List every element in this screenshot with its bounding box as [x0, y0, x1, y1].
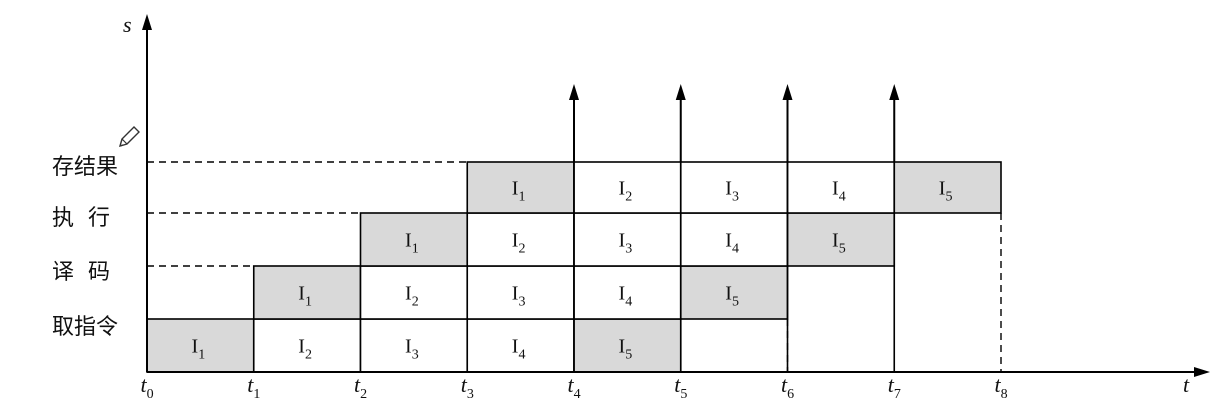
pipeline-cell: [786, 212, 896, 267]
pencil-icon: [118, 126, 140, 148]
pipeline-cell: [679, 265, 789, 320]
cell-label: I5: [939, 178, 953, 205]
cell-label: I2: [298, 336, 312, 363]
pipeline-cell: [466, 161, 575, 214]
cell-label: I5: [725, 283, 739, 310]
cell-label: I3: [619, 230, 633, 257]
cell-label: I4: [619, 283, 633, 310]
pipeline-cell: [893, 161, 1002, 214]
cell-label: I2: [405, 283, 419, 310]
time-tick-labels: t0 t1 t2 t3 t4 t5 t6 t7 t8: [140, 372, 1007, 402]
x-axis-arrowhead: [1194, 367, 1210, 377]
cell-label: I3: [512, 283, 526, 310]
pipeline-cell: [786, 161, 896, 214]
pipeline-cell: [573, 161, 682, 214]
stage-label: 取指令: [52, 315, 118, 340]
pipeline-cell: [679, 161, 789, 214]
cell-label: I2: [619, 178, 633, 205]
stage-label: 执 行: [52, 206, 110, 231]
pipeline-cell: [466, 318, 575, 373]
completion-arrows: [569, 84, 900, 372]
time-tick-label: t6: [781, 372, 794, 402]
y-axis-label: s: [123, 12, 132, 37]
cell-label: I1: [405, 230, 419, 257]
cell-label: I1: [298, 283, 312, 310]
time-tick-label: t4: [567, 372, 580, 402]
pipeline-cell: [679, 212, 789, 267]
time-tick-label: t2: [354, 372, 367, 402]
x-axis-label: t: [1183, 372, 1190, 397]
completion-arrowhead: [889, 84, 900, 100]
time-tick-label: t1: [247, 372, 260, 402]
stage-label: 译 码: [52, 260, 110, 285]
cell-label: I5: [832, 230, 846, 257]
pipeline-cell: [252, 318, 362, 373]
time-tick-label: t5: [674, 372, 687, 402]
cell-label: I3: [725, 178, 739, 205]
completion-arrowhead: [569, 84, 579, 100]
cell-label: I5: [619, 336, 633, 363]
cell-label: I2: [512, 230, 526, 257]
time-tick-label: t7: [888, 372, 901, 402]
pipeline-cell: [146, 318, 255, 373]
time-tick-label: t8: [994, 372, 1007, 402]
cell-label: I3: [405, 336, 419, 363]
stage-label: 存结果: [52, 155, 118, 180]
pipeline-cell: [359, 318, 469, 373]
pipeline-cell: [573, 212, 682, 267]
pipeline-cell: [466, 212, 575, 267]
axes: s t: [123, 12, 1210, 397]
pipeline-cell: [359, 212, 469, 267]
stage-labels: 取指令 译 码 执 行 存结果: [52, 155, 118, 340]
time-tick-label: t0: [140, 372, 153, 402]
cell-label: I4: [725, 230, 739, 257]
cell-label: I1: [192, 336, 206, 363]
pipeline-cell: [359, 265, 469, 320]
completion-arrowhead: [782, 84, 793, 100]
pipeline-cell: [573, 265, 682, 320]
cell-label: I1: [512, 178, 526, 205]
y-axis-arrowhead: [142, 14, 152, 30]
cell-label: I4: [512, 336, 526, 363]
completion-arrowhead: [675, 84, 686, 100]
time-tick-label: t3: [461, 372, 474, 402]
pipeline-cell: [252, 265, 362, 320]
cell-label: I4: [832, 178, 846, 205]
pipeline-cell: [573, 318, 682, 373]
pipeline-cell: [466, 265, 575, 320]
